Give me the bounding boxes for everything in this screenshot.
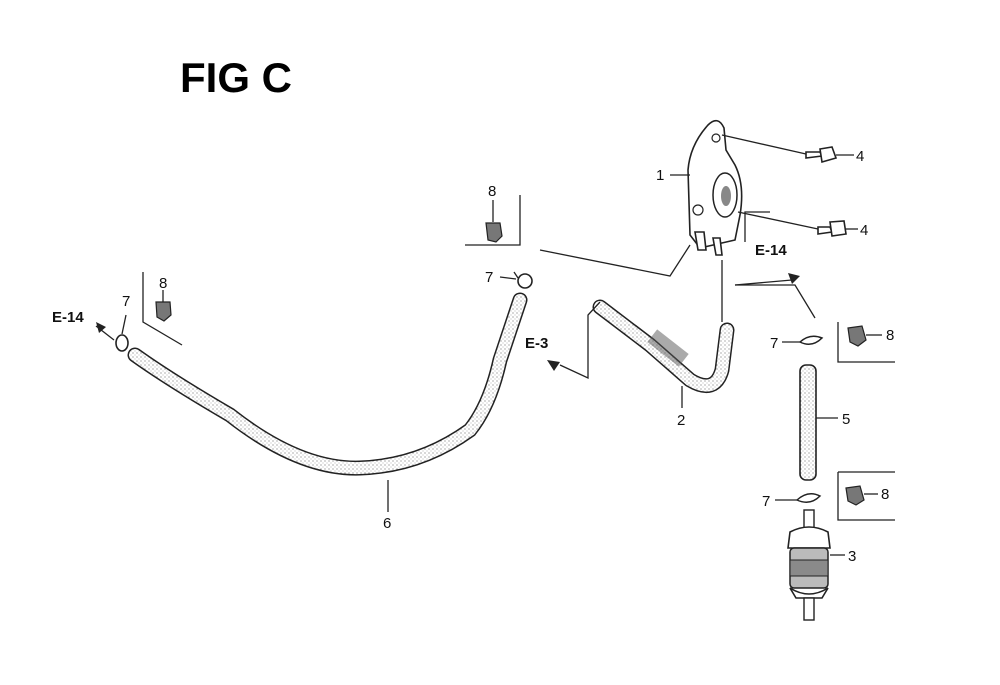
callout-6: 6	[383, 515, 391, 532]
callout-8b: 8	[159, 275, 167, 292]
leader-7a	[499, 276, 517, 280]
fuel-hose-bent	[592, 299, 735, 394]
fuel-pump	[687, 119, 743, 256]
callout-1: 1	[656, 167, 664, 184]
clip-upper	[513, 271, 533, 289]
arrow-e14-left	[96, 322, 106, 333]
leader-clip-pump	[539, 244, 691, 277]
callout-4b: 4	[860, 222, 868, 239]
leader-e14-arrow	[734, 279, 793, 286]
leader-7b	[121, 314, 127, 335]
bolt-upper	[805, 146, 838, 164]
callout-8c: 8	[886, 327, 894, 344]
clip-left	[115, 334, 129, 352]
clip-right-lower	[795, 493, 822, 503]
clip-right-upper	[798, 335, 824, 345]
fuel-hose-straight	[799, 364, 817, 481]
callout-7d: 7	[762, 493, 770, 510]
clamp-8a	[465, 195, 521, 246]
clamp-8d	[837, 471, 895, 521]
callout-8d: 8	[881, 486, 889, 503]
callout-3: 3	[848, 548, 856, 565]
ref-e3: E-3	[525, 335, 548, 352]
ref-e14-left: E-14	[52, 309, 84, 326]
callout-4a: 4	[856, 148, 864, 165]
bolt-lower	[817, 220, 847, 237]
callout-2: 2	[677, 412, 685, 429]
ref-e14-right: E-14	[755, 242, 787, 259]
figure-title: FIG C	[180, 54, 292, 101]
leader-bolt-lower	[737, 211, 819, 230]
bracket-e14-right	[744, 211, 770, 242]
arrow-e3	[547, 360, 560, 371]
fuel-filter	[787, 509, 831, 621]
callout-7a: 7	[485, 269, 493, 286]
callout-8a: 8	[488, 183, 496, 200]
callout-7b: 7	[122, 293, 130, 310]
clamp-8c	[837, 322, 895, 363]
arrow-e14-right	[788, 273, 800, 284]
fuel-hose-long	[127, 292, 528, 476]
leader-bolt-upper	[721, 134, 807, 155]
clamp-8b	[142, 272, 183, 346]
callout-7c: 7	[770, 335, 778, 352]
leader-e3	[559, 301, 601, 380]
leader-e14-right-line	[735, 284, 816, 319]
callout-5: 5	[842, 411, 850, 428]
